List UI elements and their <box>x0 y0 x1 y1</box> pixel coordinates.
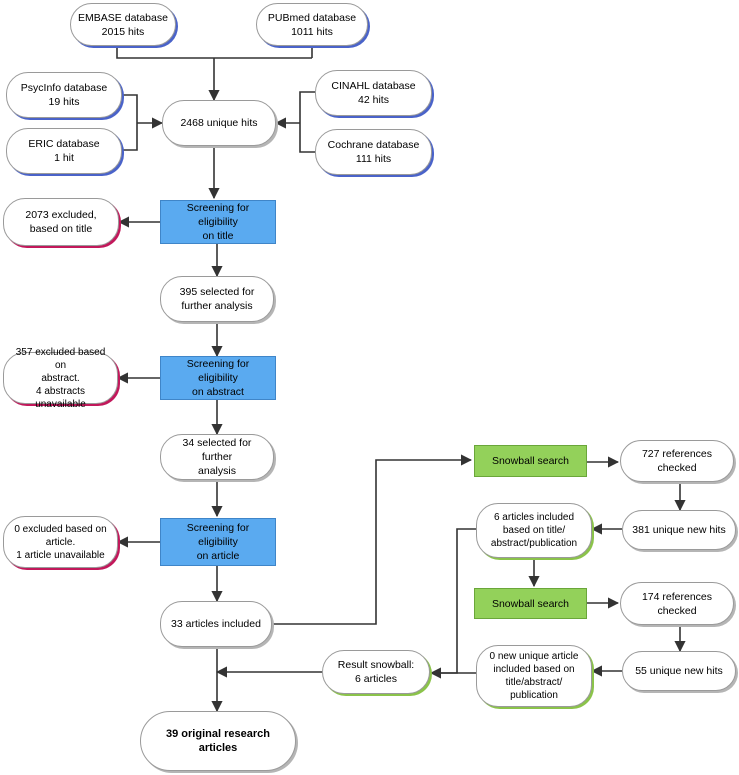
included-33-node: 33 articles included <box>160 601 272 647</box>
cinahl-node: CINAHL database 42 hits <box>315 70 432 116</box>
unique-hits-node: 2468 unique hits <box>162 100 276 146</box>
excluded-article-node: 0 excluded based on article. 1 article u… <box>3 516 118 568</box>
snowball-search-1-box: Snowball search <box>474 445 587 477</box>
included-0-node: 0 new unique article included based on t… <box>476 645 592 707</box>
psycinfo-node: PsycInfo database 19 hits <box>6 72 122 118</box>
new-55-node: 55 unique new hits <box>622 651 736 691</box>
connector-embase-merge <box>116 46 312 59</box>
embase-node: EMBASE database 2015 hits <box>70 3 176 46</box>
excluded-title-node: 2073 excluded, based on title <box>3 198 119 246</box>
cochrane-node: Cochrane database 111 hits <box>315 129 432 175</box>
snowball-search-2-box: Snowball search <box>474 588 587 619</box>
screening-title-box: Screening for eligibility on title <box>160 200 276 244</box>
arrow-included-to-snowball <box>270 454 473 625</box>
selected-395-node: 395 selected for further analysis <box>160 276 274 322</box>
excluded-abstract-node: 357 excluded based on abstract. 4 abstra… <box>3 347 118 410</box>
eric-node: ERIC database 1 hit <box>6 128 122 174</box>
included-6-node: 6 articles included based on title/ abst… <box>476 503 592 558</box>
refs-727-node: 727 references checked <box>620 440 734 482</box>
refs-174-node: 174 references checked <box>620 582 734 625</box>
connector-included-6-to-result <box>430 528 476 674</box>
connector-psycinfo-merge <box>122 94 138 151</box>
connector-cinahl-merge <box>299 91 315 153</box>
pubmed-node: PUBmed database 1011 hits <box>256 3 368 46</box>
new-381-node: 381 unique new hits <box>622 510 736 550</box>
screening-article-box: Screening for eligibility on article <box>160 518 276 566</box>
final-result-node: 39 original research articles <box>140 711 296 771</box>
selected-34-node: 34 selected for further analysis <box>160 434 274 480</box>
screening-abstract-box: Screening for eligibility on abstract <box>160 356 276 400</box>
result-snowball-node: Result snowball: 6 articles <box>322 650 430 694</box>
